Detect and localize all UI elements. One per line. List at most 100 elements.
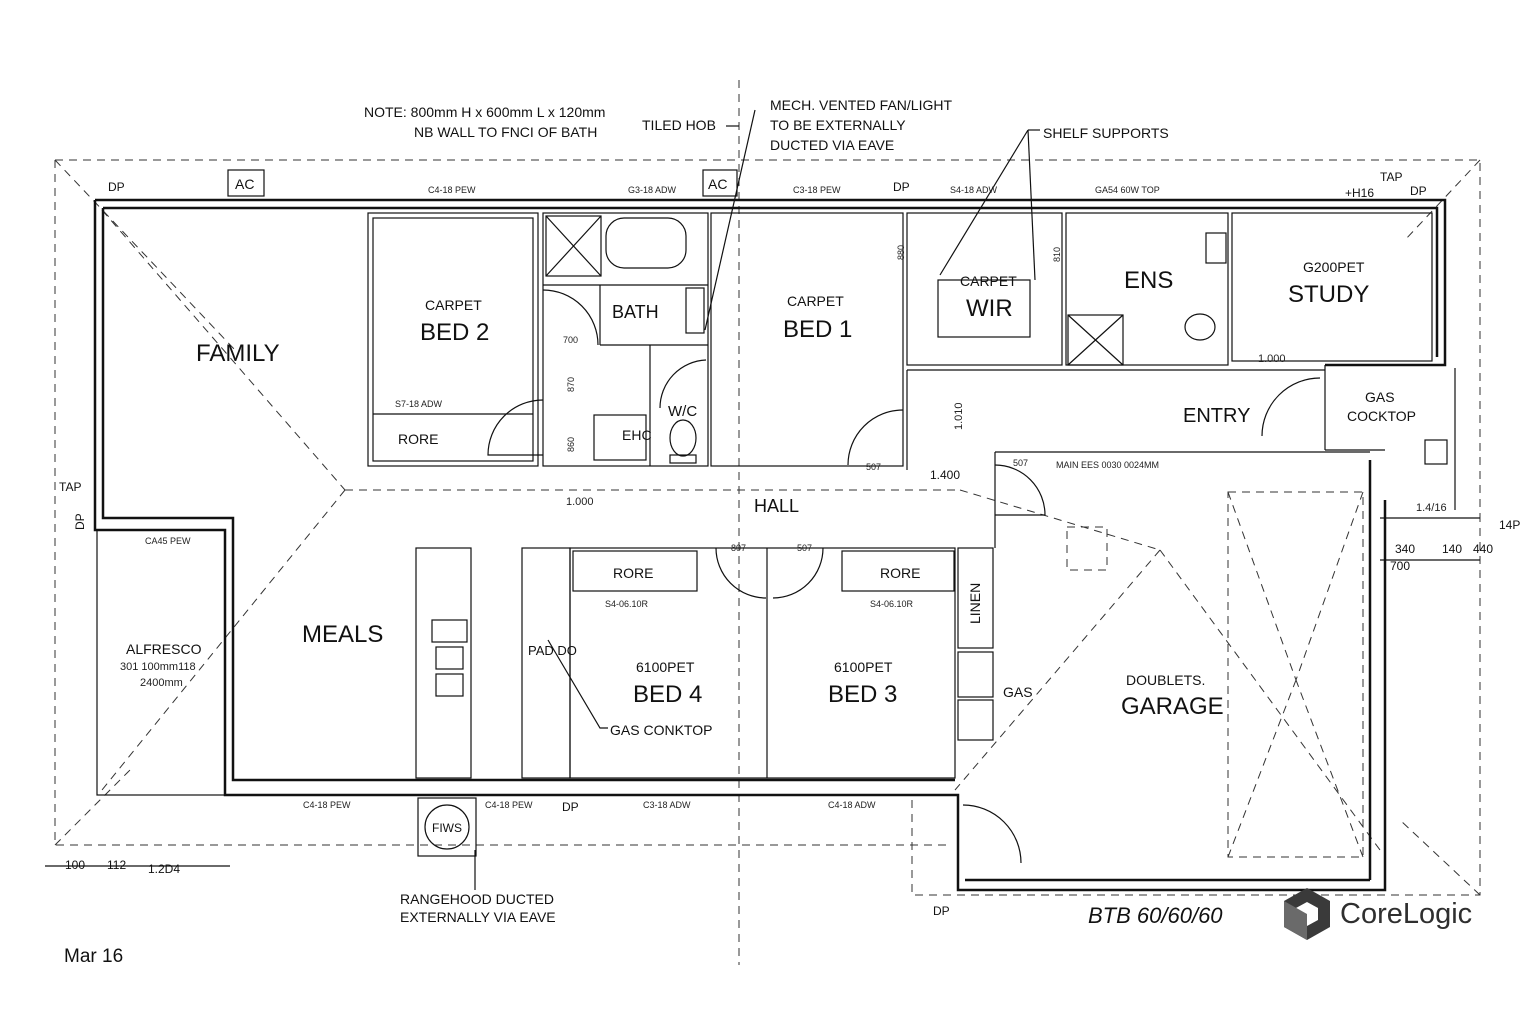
window-bottom-2: C4-18 PEW — [485, 800, 533, 810]
room-pws: FIWS — [432, 821, 462, 835]
dim-140: 140 — [1442, 542, 1462, 556]
tag-tap-2: TAP — [59, 480, 81, 494]
window-top-4: S4-18 ADW — [950, 185, 998, 195]
window-bed2: S7-18 ADW — [395, 399, 443, 409]
room-bed2-floor: CARPET — [425, 297, 482, 313]
window-bed4: S4-06.10R — [605, 599, 649, 609]
note-rangehood-2: EXTERNALLY VIA EAVE — [400, 909, 556, 925]
room-laundry: PAD DO — [528, 643, 577, 658]
tag-dp-5: DP — [933, 904, 950, 918]
tag-14p: 14P — [1499, 518, 1520, 532]
room-alfresco-dim1: 301 100mm118 — [120, 661, 196, 673]
door-swings — [487, 289, 1321, 864]
window-bottom-1: C4-18 PEW — [303, 800, 351, 810]
brand-name: CoreLogic — [1340, 898, 1473, 930]
dim-880: 880 — [896, 245, 906, 260]
window-top-1: C4-18 PEW — [428, 185, 476, 195]
dim-1406: 1.4/16 — [1416, 502, 1447, 514]
window-top-5: GA54 60W TOP — [1095, 185, 1160, 195]
tag-ac-2: AC — [708, 176, 727, 192]
dim-440: 440 — [1473, 542, 1493, 556]
tag-ac-1: AC — [235, 176, 254, 192]
window-top-3: C3-18 PEW — [793, 185, 841, 195]
room-entry: ENTRY — [1183, 405, 1250, 427]
dim-870: 870 — [566, 377, 576, 392]
window-bottom-3: C3-18 ADW — [643, 800, 691, 810]
room-wir: WIR — [966, 295, 1013, 322]
room-family: FAMILY — [196, 340, 280, 367]
room-bed3: BED 3 — [828, 681, 897, 708]
room-bed4: BED 4 — [633, 681, 702, 708]
room-ens: ENS — [1124, 267, 1173, 294]
room-wc: W/C — [668, 403, 697, 420]
note-bath-1: NOTE: 800mm H x 600mm L x 120mm — [364, 104, 605, 120]
note-mech-fan-1: MECH. VENTED FAN/LIGHT — [770, 97, 952, 113]
tag-dp-2: DP — [893, 180, 910, 194]
room-bed4-floor: 6100PET — [636, 659, 695, 675]
room-wir-floor: CARPET — [960, 273, 1017, 289]
note-bath-2: NB WALL TO FNCI OF BATH — [414, 124, 597, 140]
room-alfresco-dim2: 2400mm — [140, 677, 183, 689]
room-bed1-floor: CARPET — [787, 293, 844, 309]
room-hall: HALL — [754, 496, 799, 516]
internal-walls — [96, 169, 1448, 858]
room-bath: BATH — [612, 302, 659, 322]
room-gas-cocktop-2: COCKTOP — [1347, 408, 1416, 424]
note-rangehood-1: RANGEHOOD DUCTED — [400, 891, 554, 907]
dim-810: 810 — [1052, 247, 1062, 262]
dim-1000-hall: 1.000 — [566, 496, 594, 508]
tag-dp-3: DP — [1410, 184, 1427, 198]
dim-700-bath: 700 — [563, 335, 578, 345]
room-meals: MEALS — [302, 621, 383, 648]
room-ehc: EHC — [622, 427, 652, 443]
dim-700-garage: 700 — [1390, 559, 1410, 573]
tag-dp-4: DP — [562, 800, 579, 814]
room-bed3-robe: RORE — [880, 565, 920, 581]
dim-507-entry: 507 — [1013, 458, 1028, 468]
window-alfresco: CA45 PEW — [145, 536, 191, 546]
note-tiled-hob: TILED HOB — [642, 117, 716, 133]
dim-340: 340 — [1395, 542, 1415, 556]
dim-1010: 1.010 — [953, 402, 965, 430]
dim-112: 112 — [107, 858, 126, 872]
room-study-floor: G200PET — [1303, 259, 1365, 275]
note-shelf-supports: SHELF SUPPORTS — [1043, 125, 1169, 141]
dim-807: 807 — [731, 543, 746, 553]
tag-dp-6: DP — [73, 513, 87, 530]
room-garage-sub: DOUBLETS. — [1126, 672, 1205, 688]
plan-date: Mar 16 — [64, 946, 124, 967]
room-bed1: BED 1 — [783, 316, 852, 343]
note-gas-conktop: GAS CONKTOP — [610, 722, 712, 738]
room-bed4-robe: RORE — [613, 565, 653, 581]
note-mech-fan-2: TO BE EXTERNALLY — [770, 117, 906, 133]
external-walls — [93, 198, 1447, 892]
window-garage: MAIN EES 0030 0024MM — [1056, 460, 1159, 470]
window-top-2: G3-18 ADW — [628, 185, 677, 195]
window-bottom-4: C4-18 ADW — [828, 800, 876, 810]
room-study: STUDY — [1288, 281, 1369, 308]
window-bed3: S4-06.10R — [870, 599, 914, 609]
dim-507-bed3: 507 — [797, 543, 812, 553]
dim-1204: 1.2D4 — [148, 862, 180, 876]
dim-1l000: 1.000 — [1258, 353, 1286, 365]
room-alfresco: ALFRESCO — [126, 641, 202, 657]
tag-dp-1: DP — [108, 180, 125, 194]
room-bed2: BED 2 — [420, 319, 489, 346]
room-gas: GAS — [1003, 684, 1033, 700]
tag-h16: +H16 — [1345, 186, 1374, 200]
room-bed3-floor: 6100PET — [834, 659, 893, 675]
dim-100: 100 — [65, 858, 85, 872]
leader-lines — [45, 109, 1480, 890]
dim-860: 860 — [566, 437, 576, 452]
tag-tap-1: TAP — [1380, 170, 1402, 184]
room-garage: GARAGE — [1121, 693, 1224, 720]
room-gas-cocktop-1: GAS — [1365, 389, 1395, 405]
dim-1400: 1.400 — [930, 468, 960, 482]
plan-code: BTB 60/60/60 — [1088, 903, 1223, 928]
note-mech-fan-3: DUCTED VIA EAVE — [770, 137, 894, 153]
room-linen: LINEN — [967, 583, 983, 624]
dim-507-bed1: 507 — [866, 462, 881, 472]
corelogic-logo-icon — [1284, 888, 1330, 940]
room-bed2-robe: RORE — [398, 431, 438, 447]
